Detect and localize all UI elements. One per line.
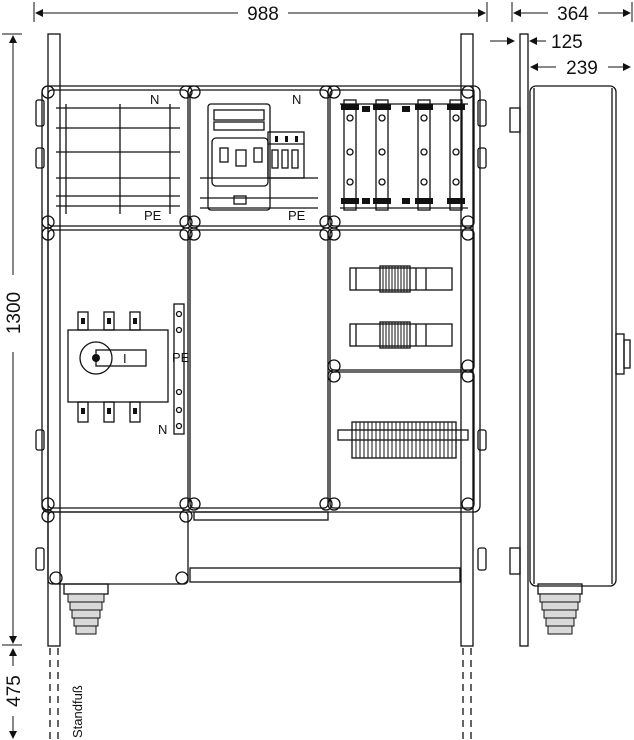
dimension-stand: 475 [4,648,25,739]
main-switch-panel: I PE N [67,303,190,437]
pe-label: PE [144,208,162,223]
front-posts: Standfuß [47,33,474,740]
neutral-label-switch: N [158,422,167,437]
corner-screws [41,85,475,585]
dimension-depth: 364 125 239 [490,2,633,79]
standfuss-label: Standfuß [70,685,85,738]
dimension-depth-mount-label: 125 [551,32,583,53]
dimension-depth-housing-label: 239 [566,58,598,79]
fuse-holder [341,99,359,211]
pe-label-meter: PE [288,208,306,223]
neutral-label: N [150,92,159,107]
dimension-height: 1300 [2,33,25,646]
dimension-stand-label: 475 [4,675,25,707]
dimension-width: 988 [33,2,488,25]
busbar-panel: N PE [56,92,180,223]
fuse-holder [447,99,465,211]
dimension-width-label: 988 [247,4,279,25]
fuse-panel [340,99,468,211]
pe-label-switch: PE [172,350,190,365]
cable-gland-front [63,583,109,635]
breaker-panel [337,265,469,459]
switch-i-label: I [123,351,127,366]
meter-panel: N PE [200,92,318,223]
neutral-label-meter: N [292,92,301,107]
fuse-holder [415,99,433,211]
dimension-height-label: 1300 [4,292,25,334]
fuse-holder [373,99,391,211]
enclosure-front [35,85,487,585]
dimension-depth-total-label: 364 [557,4,589,25]
side-view [509,33,631,647]
